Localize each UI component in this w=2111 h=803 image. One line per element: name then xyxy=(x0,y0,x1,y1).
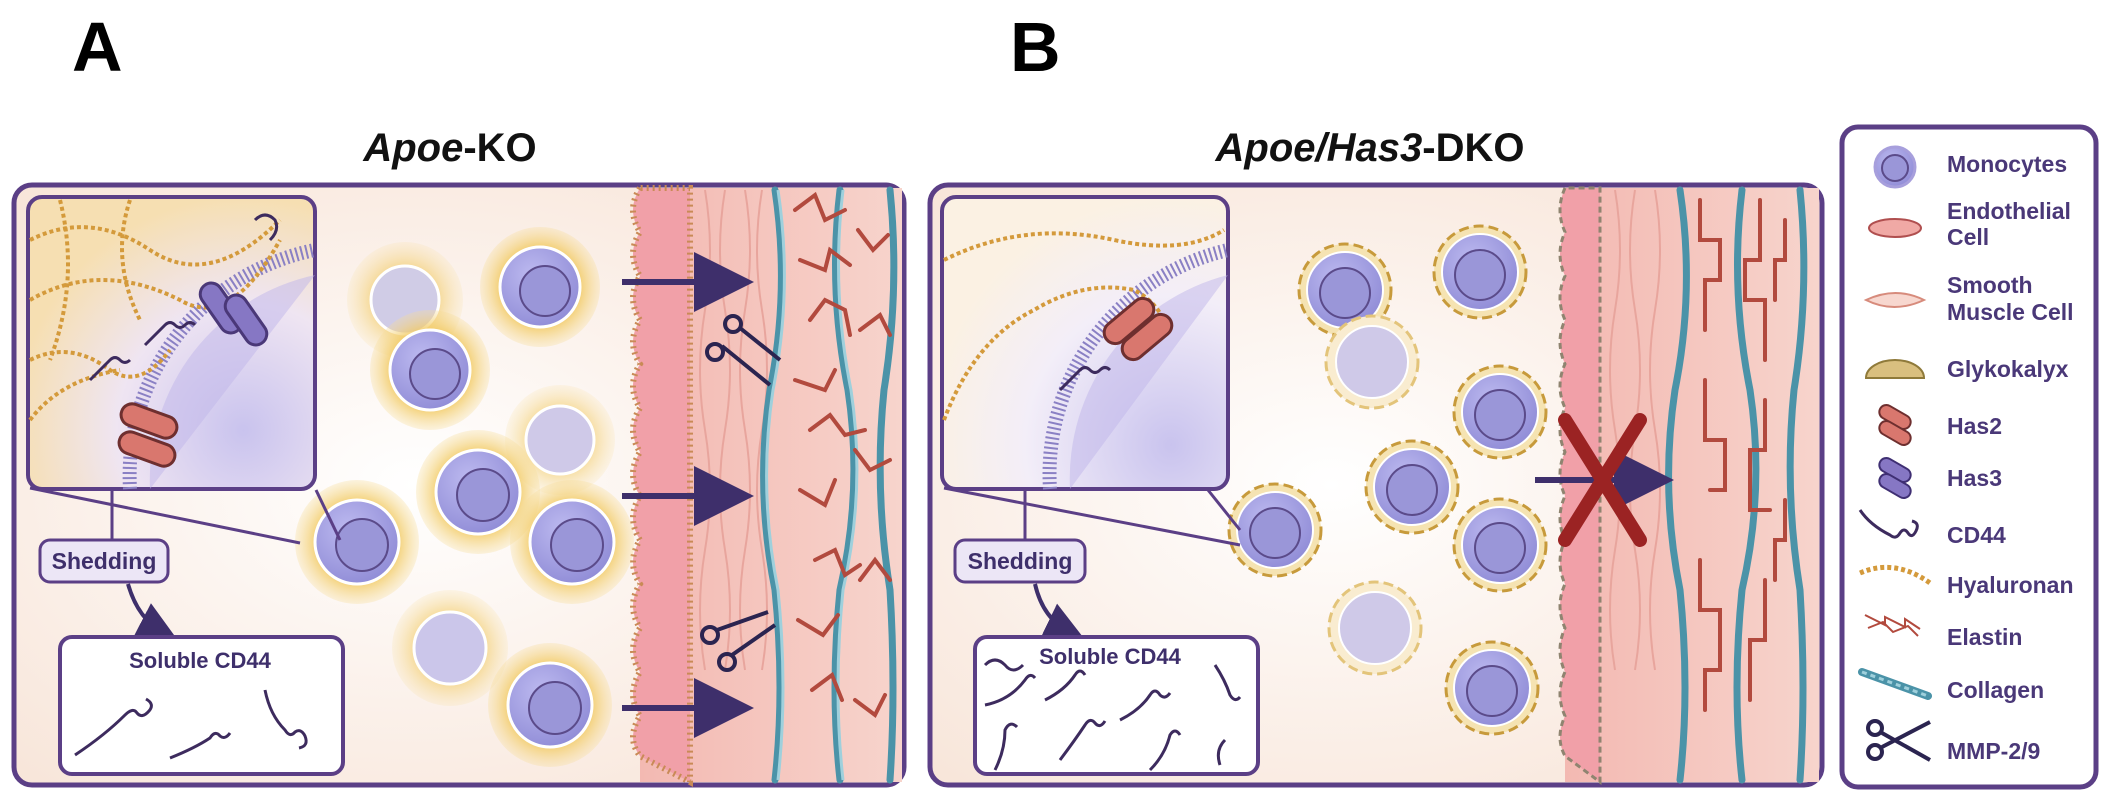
monocyte xyxy=(1452,364,1548,460)
soluble-cd44-fragments xyxy=(74,689,308,760)
monocyte xyxy=(1432,224,1528,320)
monocytes-b xyxy=(1227,224,1548,736)
panel-b-letter: B xyxy=(1010,8,1061,86)
legend-label-endothelial: Endothelial xyxy=(1947,198,2071,224)
panel-a-title: Apoe-KO xyxy=(300,128,600,168)
panel-a-letter: A xyxy=(72,8,123,86)
panel-b-title-suffix: -DKO xyxy=(1422,126,1525,170)
legend-label-mmp: MMP-2/9 xyxy=(1947,738,2040,764)
glykokalyx-icon xyxy=(1864,359,1926,379)
monocyte xyxy=(1297,242,1393,338)
cd44-icon xyxy=(1858,509,1919,539)
block-cross-icon xyxy=(1558,413,1647,547)
scissors-icon xyxy=(700,610,777,672)
has2-icon xyxy=(1102,296,1174,362)
monocyte xyxy=(392,590,508,706)
shedding-arrow xyxy=(126,583,178,640)
scissors-icon xyxy=(705,314,782,387)
monocyte xyxy=(480,227,600,347)
legend-label-endothelial-cell: Cell xyxy=(1947,224,1989,250)
soluble-cd44-box xyxy=(58,635,345,776)
endothelial-cell-icon xyxy=(1868,218,1922,238)
monocyte xyxy=(510,480,634,604)
legend-label-cd44: CD44 xyxy=(1947,522,2006,548)
cell-surface-inset-a xyxy=(26,195,342,545)
monocyte xyxy=(488,643,612,767)
soluble-cd44-fragments xyxy=(983,658,1242,772)
panel-b-title-gene: Apoe/Has3 xyxy=(1215,126,1423,170)
shedding-arrow xyxy=(1033,583,1085,640)
vessel-wall-a xyxy=(630,185,902,787)
legend-label-hyaluronan: Hyaluronan xyxy=(1947,572,2074,598)
shedding-badge xyxy=(38,538,170,584)
panel-b-title: Apoe/Has3-DKO xyxy=(1180,128,1560,168)
monocyte xyxy=(1227,482,1323,578)
legend-label-smooth: Smooth xyxy=(1947,272,2033,298)
soluble-cd44-box xyxy=(973,635,1260,776)
legend-label-has3: Has3 xyxy=(1947,465,2002,491)
shedding-badge xyxy=(953,538,1087,584)
legend-label-has2: Has2 xyxy=(1947,413,2002,439)
cell-surface-inset-b xyxy=(940,195,1242,547)
has2-icon xyxy=(117,402,179,468)
has3-icon xyxy=(1878,457,1912,499)
monocyte xyxy=(370,310,490,430)
legend-label-monocytes: Monocytes xyxy=(1947,151,2067,177)
collagen-icon xyxy=(1858,668,1932,700)
legend: Monocytes Endothelial Cell Smooth Muscle… xyxy=(1839,124,2099,790)
migration-arrows-a xyxy=(622,252,754,738)
monocytes-a xyxy=(295,227,634,767)
panel-a-title-suffix: -KO xyxy=(463,126,537,170)
panel-a-title-gene: Apoe xyxy=(363,126,464,170)
legend-label-glykokalyx: Glykokalyx xyxy=(1947,356,2069,382)
monocyte xyxy=(1444,640,1540,736)
monocyte-icon xyxy=(1873,145,1917,189)
monocyte xyxy=(1364,439,1460,535)
monocyte xyxy=(1324,314,1420,410)
shedding-label: Shedding xyxy=(968,548,1073,574)
elastin-icon xyxy=(1864,614,1921,637)
vessel-wall-b xyxy=(1558,186,1819,785)
soluble-cd44-label: Soluble CD44 xyxy=(129,648,272,673)
monocyte xyxy=(1452,497,1548,593)
shedding-label: Shedding xyxy=(52,548,157,574)
soluble-cd44-label: Soluble CD44 xyxy=(1039,644,1182,669)
legend-label-collagen: Collagen xyxy=(1947,677,2044,703)
monocyte xyxy=(416,430,540,554)
has3-icon xyxy=(198,281,269,347)
smooth-muscle-cell-icon xyxy=(1863,292,1927,308)
scissors-icon xyxy=(1866,719,1931,762)
monocyte xyxy=(295,480,419,604)
legend-label-elastin: Elastin xyxy=(1947,624,2022,650)
legend-label-muscle-cell: Muscle Cell xyxy=(1947,299,2074,325)
has2-icon xyxy=(1878,404,1912,446)
panel-b: Shedding Soluble CD44 xyxy=(927,182,1825,788)
panel-a: Shedding Soluble CD44 xyxy=(11,182,907,788)
monocyte xyxy=(1327,580,1423,676)
hyaluronan-icon xyxy=(1859,564,1932,586)
